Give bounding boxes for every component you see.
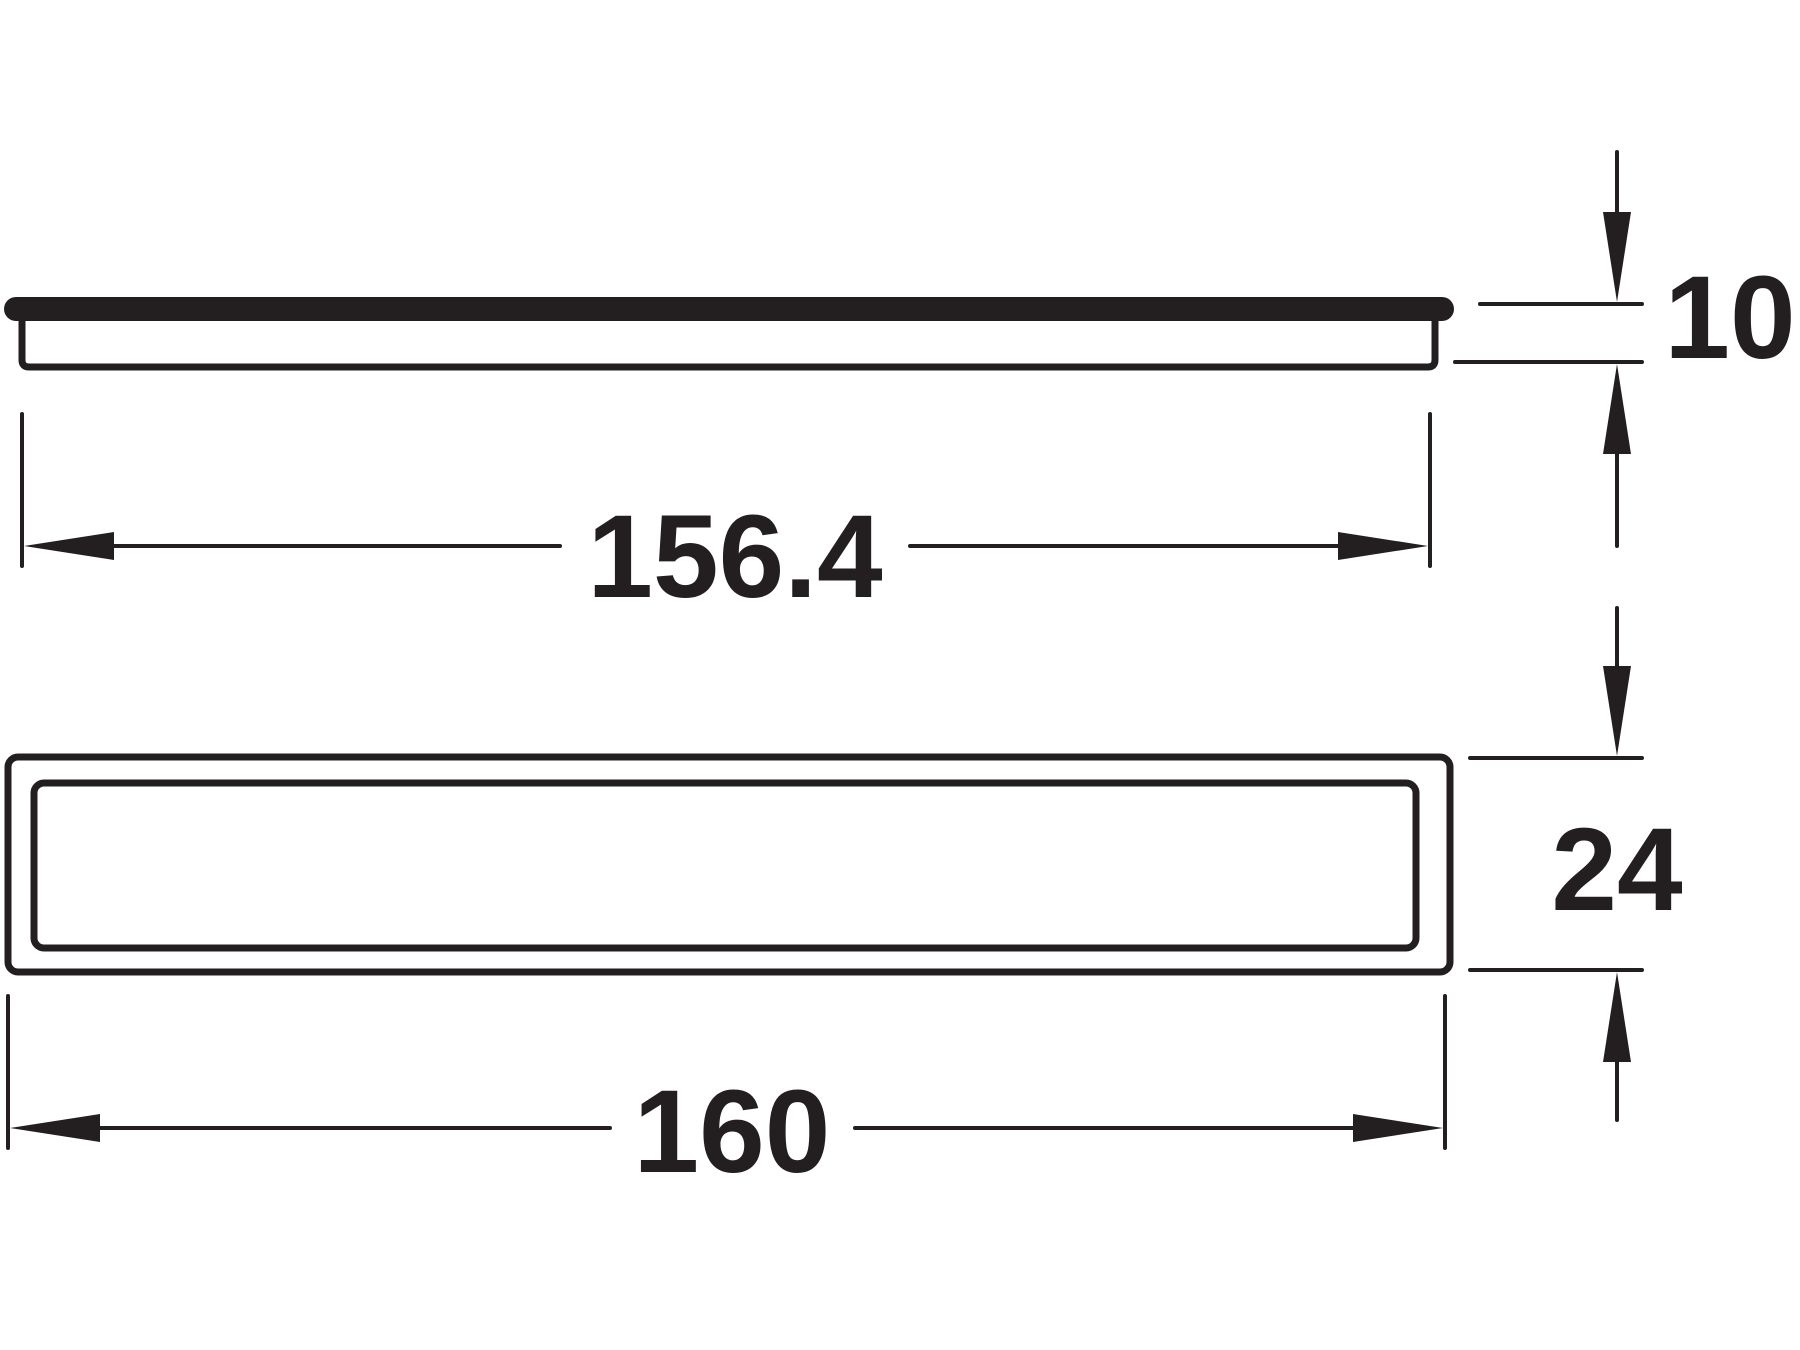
arrowhead-up xyxy=(1603,972,1631,1062)
top-view-width-dimension: 24 xyxy=(1468,606,1683,1122)
side-view-length-label: 156.4 xyxy=(587,491,882,623)
arrowhead-right xyxy=(1338,532,1428,560)
arrowhead-down xyxy=(1603,666,1631,756)
side-view-height-label: 10 xyxy=(1664,252,1795,384)
arrowhead-down xyxy=(1603,212,1631,302)
side-view-body xyxy=(18,318,1439,371)
arrowhead-up xyxy=(1603,364,1631,454)
top-view-width-label: 24 xyxy=(1551,804,1682,936)
top-view xyxy=(4,753,1454,976)
top-view-length-dimension: 160 xyxy=(6,994,1447,1198)
top-view-length-label: 160 xyxy=(634,1066,831,1198)
arrowhead-left xyxy=(24,532,114,560)
arrowhead-left xyxy=(10,1114,100,1142)
top-view-inner-frame xyxy=(30,779,1420,952)
side-view xyxy=(4,297,1454,371)
side-view-height-dimension: 10 xyxy=(1453,150,1796,548)
side-view-flange xyxy=(4,297,1454,321)
top-view-outer-frame xyxy=(4,753,1454,976)
side-view-length-dimension: 156.4 xyxy=(20,412,1432,623)
arrowhead-right xyxy=(1353,1114,1443,1142)
